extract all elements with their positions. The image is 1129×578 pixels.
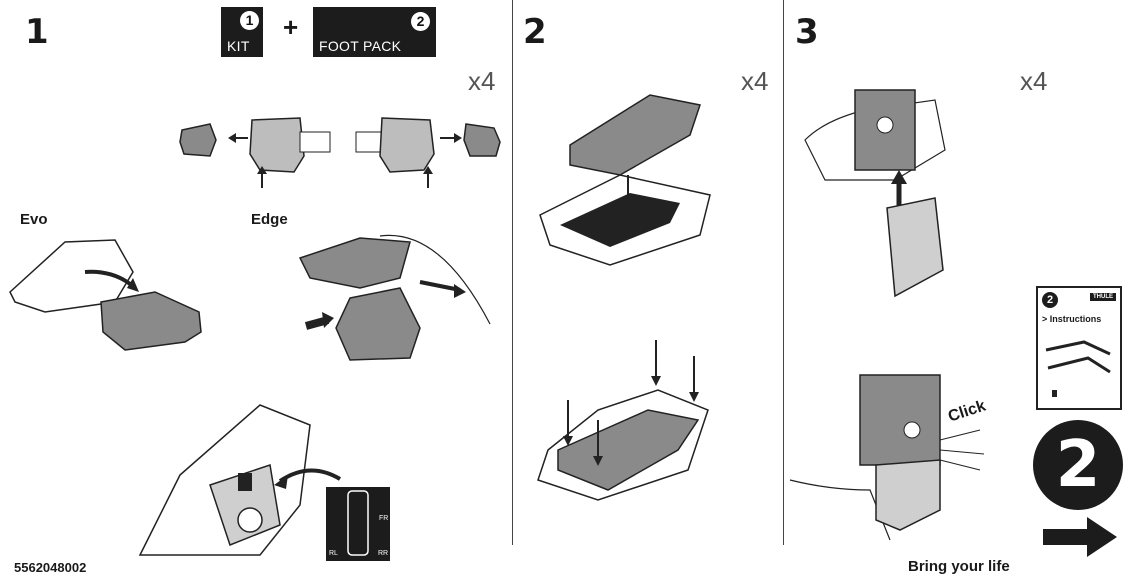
pad-placement-illustration-bottom [537, 340, 709, 501]
booklet-title: > Instructions [1042, 314, 1102, 324]
edge-label: Edge [251, 211, 288, 228]
step-2-number: 2 [523, 12, 547, 52]
evo-label: Evo [20, 211, 48, 228]
step-3-quantity: x4 [1020, 66, 1048, 96]
booklet-small-part [1052, 390, 1057, 397]
booklet-brand: THULE [1090, 293, 1116, 301]
car-door-placement-illustration [138, 404, 390, 561]
evo-cover-illustration [9, 239, 202, 351]
next-step-badge: 2 [1033, 420, 1123, 510]
pad-placement-illustration-top [539, 94, 711, 266]
plus-sign: + [283, 12, 299, 42]
step-2-quantity: x4 [741, 66, 769, 96]
bracket-click-illustration [789, 374, 985, 541]
position-label-rr: RR [378, 550, 389, 557]
kit-label: KIT [227, 38, 250, 54]
position-label-fr: FR [379, 515, 389, 522]
step-1-number: 1 [25, 12, 49, 52]
kit-box: 1 KIT [221, 7, 263, 57]
position-label-rl: RL [329, 550, 338, 557]
instruction-booklet: 2 THULE > Instructions [1036, 286, 1122, 410]
foot-pack-box: 2 FOOT PACK [313, 7, 436, 57]
bracket-attach-illustration-top [804, 89, 946, 298]
step-1-quantity: x4 [468, 66, 496, 96]
edge-cover-illustration [298, 234, 491, 361]
booklet-number-badge: 2 [1042, 292, 1058, 308]
foot-pack-number-badge: 2 [411, 12, 430, 31]
next-arrow-icon [1043, 517, 1117, 557]
foot-pack-label: FOOT PACK [319, 38, 402, 54]
foot-disassembly-illustration [179, 117, 501, 188]
divider-2-3 [783, 0, 784, 545]
product-code: 5562048002 [14, 560, 87, 575]
step-3-number: 3 [795, 12, 819, 52]
divider-1-2 [512, 0, 513, 545]
brand-tagline: Bring your life [908, 558, 1010, 575]
kit-number-badge: 1 [240, 11, 259, 30]
roof-rack-bars-icon [1045, 340, 1111, 374]
